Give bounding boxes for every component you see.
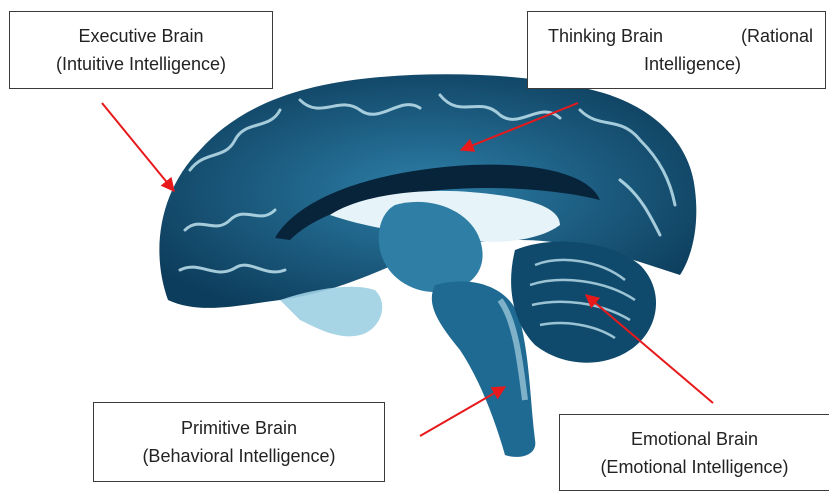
primitive-title: Primitive Brain	[94, 414, 384, 442]
executive-subtitle: (Intuitive Intelligence)	[10, 50, 272, 78]
thinking-title: Thinking Brain	[548, 22, 663, 50]
emotional-title: Emotional Brain	[560, 425, 829, 453]
thinking-title-row: Thinking Brain (Rational	[528, 22, 825, 50]
executive-title: Executive Brain	[10, 22, 272, 50]
label-executive-brain: Executive Brain (Intuitive Intelligence)	[9, 11, 273, 89]
emotional-subtitle: (Emotional Intelligence)	[560, 453, 829, 481]
primitive-subtitle: (Behavioral Intelligence)	[94, 442, 384, 470]
thinking-subtitle-end: Intelligence)	[528, 50, 825, 78]
arrow-executive	[102, 103, 174, 191]
label-emotional-brain: Emotional Brain (Emotional Intelligence)	[559, 414, 829, 491]
label-thinking-brain: Thinking Brain (Rational Intelligence)	[527, 11, 826, 89]
label-primitive-brain: Primitive Brain (Behavioral Intelligence…	[93, 402, 385, 482]
thinking-subtitle-start: (Rational	[741, 22, 813, 50]
